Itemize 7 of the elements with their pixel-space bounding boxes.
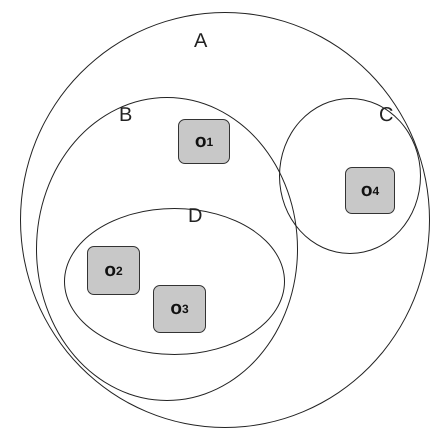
- set-ellipse: [64, 208, 285, 355]
- set-label: B: [119, 105, 132, 125]
- set-ellipse: [36, 97, 298, 401]
- set-label: C: [379, 105, 394, 125]
- set-label: A: [194, 31, 208, 51]
- set-ellipse: [20, 12, 430, 428]
- set-ellipse: [279, 98, 421, 254]
